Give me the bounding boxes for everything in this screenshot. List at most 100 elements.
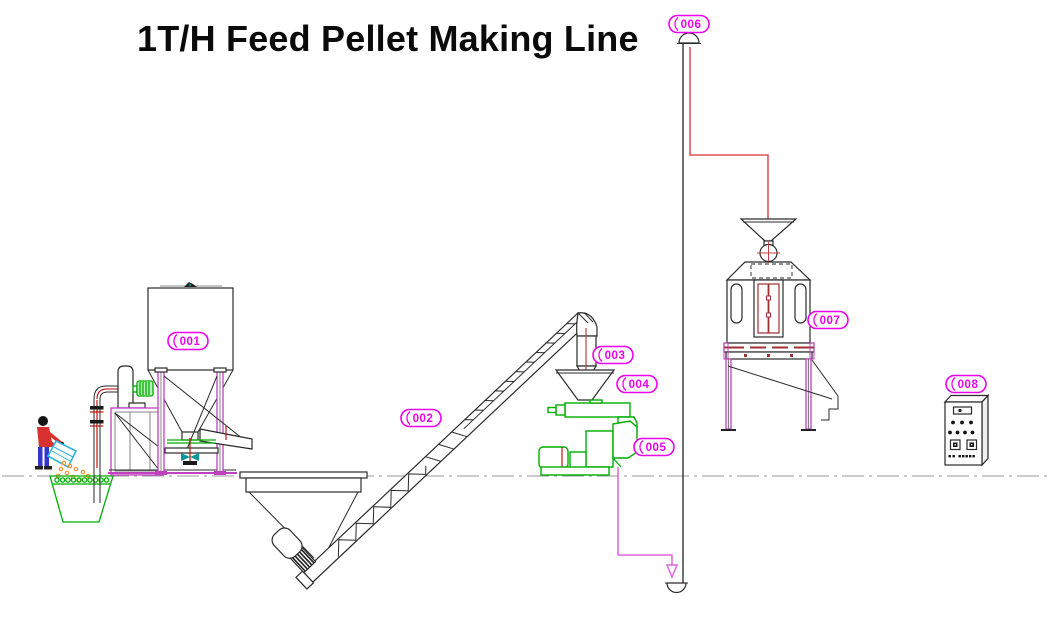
tube-rungs [425,431,468,462]
button-pip [954,443,956,446]
pipe-bottom-boot [666,582,687,594]
frame-tick [744,346,750,349]
equipment-balloon-004: 004 [616,374,658,394]
worker-head [38,416,48,426]
leg-flange [213,367,227,373]
feed-pipe [90,385,122,503]
balloon-arc [598,348,603,362]
leg-foot [155,471,167,475]
balloon-outline [668,14,710,34]
hopper-rim [239,471,368,479]
leg-foot [214,471,226,475]
intake-hopper-body [49,475,114,523]
silo-unit [147,282,253,475]
intake-hopper [49,475,114,523]
equipment-balloon-003: 003 [592,345,634,365]
tube-hatch [464,323,576,421]
discharge-green-lines [167,439,216,444]
pneumatic-line [689,47,769,219]
mill-body [585,430,614,468]
balloon-outline [807,310,849,330]
feeder-inlet [589,399,603,404]
balloon-outline [616,374,658,394]
silo-cone [147,369,234,433]
mill-hopper [554,369,616,401]
diagram-title: 1T/H Feed Pellet Making Line [137,18,639,59]
balloon-arc [622,377,627,391]
mill-chamfer [612,457,622,468]
screw-conveyor-tube [271,311,589,590]
pipe-flange [90,420,104,424]
worker-foot [44,466,52,470]
screw-conveyor-unit [239,311,589,590]
balloon-arc [674,17,679,31]
coupling-fins [291,547,315,572]
indicator-lights [948,420,975,435]
terminal-row [948,455,975,458]
elbow-joints [577,312,594,324]
pellet-mill [538,399,638,476]
tube-inner-line [463,316,583,430]
mill-head [612,420,638,459]
tube-end-cap [295,570,315,590]
hopper-cone [554,369,616,401]
frame-tick [766,346,772,349]
band-mark [767,354,770,357]
motor-fins [139,382,150,395]
balloon-text: 001 [180,336,201,348]
hopper-band [245,477,362,493]
feeder-shaft [547,406,557,414]
screw-spiral [337,465,427,557]
balloon-outline [945,374,987,394]
pipe-walls [93,399,101,503]
bag-stripes [51,446,74,462]
cabinet-panels [129,412,151,471]
equipment-balloon-002: 002 [400,408,442,428]
vent-dot [189,284,191,286]
balloon-arc [813,313,818,327]
cabinet-braces [114,412,160,471]
balloon-text: 002 [413,413,434,425]
balloon-text: 008 [958,379,979,391]
valve-base [183,461,197,465]
door-latch [766,312,771,318]
mixer-duct [117,365,134,409]
conveyor-motor [271,527,303,559]
equipment-balloon-001: 001 [167,331,209,351]
mill-base [540,466,610,476]
balloon-text: 005 [646,442,667,454]
balloon-text: 006 [681,19,702,31]
meter-needle [958,408,962,413]
feeder-tube [564,402,631,418]
balloon-outline [592,345,634,365]
balloon-text: 003 [605,350,626,362]
cabinet-side [981,393,989,467]
worker-leg [44,447,49,466]
balloon-arc [639,440,644,454]
silo-braces [163,375,249,450]
balloon-text: 004 [629,379,650,391]
pipe-top-dome [678,32,700,44]
equipment-balloon-005: 005 [633,437,675,457]
equipment-balloon-008: 008 [945,374,987,394]
elevator-pipe [665,32,769,594]
frame-end [809,342,815,360]
pipe-elbow-centerline [96,388,122,400]
mill-pedestal [569,451,587,469]
equipment-balloon-007: 007 [807,310,849,330]
balloon-text: 007 [820,315,841,327]
worker-foot [35,466,43,470]
pipe-flange [90,406,104,410]
frame-tick [788,346,794,349]
balloon-outline [167,331,209,351]
duct-hatch [128,402,146,409]
leg-flange [154,367,168,373]
balloon-arc [406,411,411,425]
valve-cross [757,242,780,264]
balloon-outline [633,437,675,457]
worker-leg [38,447,43,466]
mixer-unit [108,365,237,476]
control-cabinet [943,393,990,467]
